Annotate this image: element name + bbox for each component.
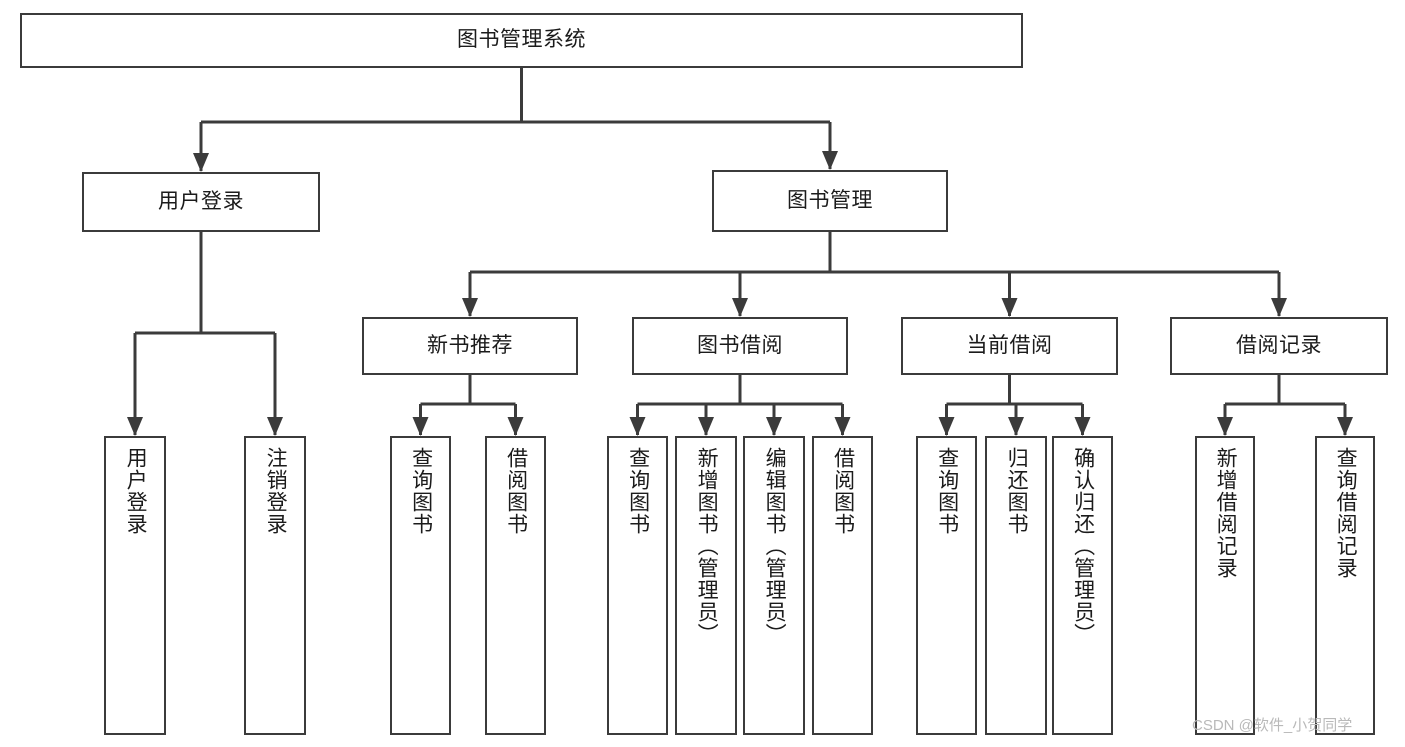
node-label: 当前借阅 xyxy=(966,333,1053,357)
node-label: 借阅图书 xyxy=(504,447,528,535)
node-label: 借阅记录 xyxy=(1236,333,1322,357)
node-current-borrow[interactable]: 当前借阅 xyxy=(901,317,1118,375)
node-book-borrow[interactable]: 图书借阅 xyxy=(632,317,848,375)
node-new-book-recommend[interactable]: 新书推荐 xyxy=(362,317,578,375)
node-leaf-query-book-3[interactable]: 查询图书 xyxy=(916,436,977,735)
node-label: 归还图书 xyxy=(1005,447,1029,535)
node-leaf-edit-book[interactable]: 编辑图书（管理员） xyxy=(743,436,805,735)
node-leaf-borrow-book-1[interactable]: 借阅图书 xyxy=(485,436,546,735)
node-label: 查询图书 xyxy=(626,447,650,535)
node-label: 用户登录 xyxy=(124,447,148,535)
node-label: 编辑图书（管理员） xyxy=(763,447,787,645)
node-leaf-confirm-return[interactable]: 确认归还（管理员） xyxy=(1052,436,1113,735)
node-label: 借阅图书 xyxy=(831,447,855,535)
node-label: 新书推荐 xyxy=(427,333,513,357)
node-label: 注销登录 xyxy=(264,447,288,535)
node-leaf-borrow-book-2[interactable]: 借阅图书 xyxy=(812,436,873,735)
node-label: 确认归还（管理员） xyxy=(1071,447,1095,645)
node-label: 图书管理系统 xyxy=(457,28,586,52)
node-leaf-query-book-1[interactable]: 查询图书 xyxy=(390,436,451,735)
node-borrow-record[interactable]: 借阅记录 xyxy=(1170,317,1388,375)
node-label: 查询借阅记录 xyxy=(1334,447,1358,579)
node-label: 新增借阅记录 xyxy=(1214,447,1238,579)
node-label: 查询图书 xyxy=(409,447,433,535)
node-leaf-query-record[interactable]: 查询借阅记录 xyxy=(1315,436,1375,735)
node-root[interactable]: 图书管理系统 xyxy=(20,13,1023,68)
node-book-manage[interactable]: 图书管理 xyxy=(712,170,948,232)
node-leaf-user-login[interactable]: 用户登录 xyxy=(104,436,166,735)
node-label: 图书借阅 xyxy=(697,333,783,357)
node-leaf-add-record[interactable]: 新增借阅记录 xyxy=(1195,436,1255,735)
node-label: 图书管理 xyxy=(787,188,873,212)
node-leaf-add-book[interactable]: 新增图书（管理员） xyxy=(675,436,737,735)
node-leaf-return-book[interactable]: 归还图书 xyxy=(985,436,1047,735)
node-label: 查询图书 xyxy=(935,447,959,535)
node-label: 用户登录 xyxy=(158,189,244,213)
csdn-watermark: CSDN @软件_小贺同学 xyxy=(1192,717,1353,734)
node-leaf-query-book-2[interactable]: 查询图书 xyxy=(607,436,668,735)
node-leaf-logout-login[interactable]: 注销登录 xyxy=(244,436,306,735)
node-user-login[interactable]: 用户登录 xyxy=(82,172,320,232)
node-label: 新增图书（管理员） xyxy=(695,447,719,645)
